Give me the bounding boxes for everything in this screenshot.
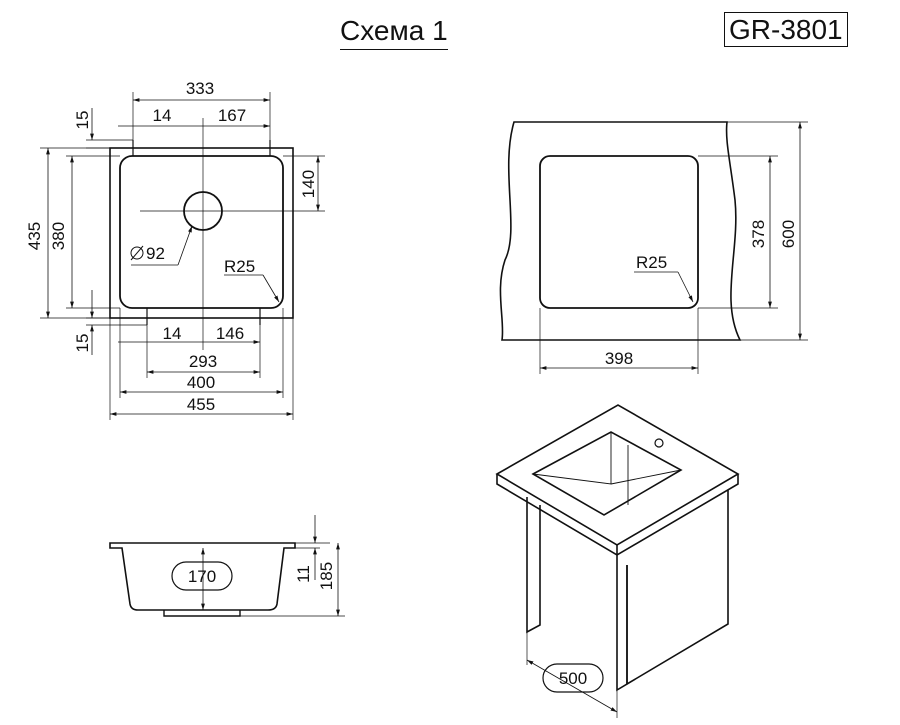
dim-14-bottom: 14 xyxy=(163,324,182,343)
dim-14-top: 14 xyxy=(153,106,172,125)
width-label-frame xyxy=(542,663,604,693)
dim-170: 170 xyxy=(188,567,216,586)
model-number: GR-3801 xyxy=(724,12,848,47)
dim-185: 185 xyxy=(317,562,336,590)
dim-15-top: 15 xyxy=(73,111,92,130)
dim-146: 146 xyxy=(216,324,244,343)
dim-455: 455 xyxy=(187,395,215,414)
dim-500: 500 xyxy=(559,669,587,688)
dim-diameter-92: 92 xyxy=(146,244,165,263)
left-panel xyxy=(526,497,541,634)
dim-400: 400 xyxy=(187,373,215,392)
sink-opening xyxy=(531,431,683,516)
dim-378: 378 xyxy=(749,220,768,248)
dim-435: 435 xyxy=(25,222,44,250)
depth-label-frame xyxy=(171,561,233,591)
dim-600: 600 xyxy=(779,220,798,248)
sink-top-view: 333 14 167 15 435 380 140 xyxy=(25,79,325,420)
right-panel xyxy=(626,490,729,685)
cabinet-isometric-view: 500 xyxy=(495,404,740,718)
dim-140: 140 xyxy=(299,170,318,198)
sink-bowl xyxy=(119,155,284,309)
scheme-title: Схема 1 xyxy=(340,16,448,50)
cutout-outline xyxy=(539,155,699,309)
dim-r25-cutout: R25 xyxy=(636,253,667,272)
sink-profile xyxy=(109,542,296,611)
dim-333: 333 xyxy=(186,79,214,98)
dim-293: 293 xyxy=(189,352,217,371)
sink-side-view: 170 11 185 xyxy=(109,515,345,617)
countertop-outline xyxy=(499,121,742,341)
dim-15-bottom: 15 xyxy=(73,334,92,353)
dim-r25-top: R25 xyxy=(224,257,255,276)
dim-11: 11 xyxy=(294,565,313,583)
sink-outer-rim xyxy=(109,147,294,319)
drain-outlet xyxy=(163,610,241,617)
dim-167: 167 xyxy=(218,106,246,125)
faucet-hole-icon xyxy=(654,438,664,448)
dim-398: 398 xyxy=(605,349,633,368)
dim-380: 380 xyxy=(49,222,68,250)
countertop-cutout-view: R25 378 600 398 xyxy=(499,121,808,374)
